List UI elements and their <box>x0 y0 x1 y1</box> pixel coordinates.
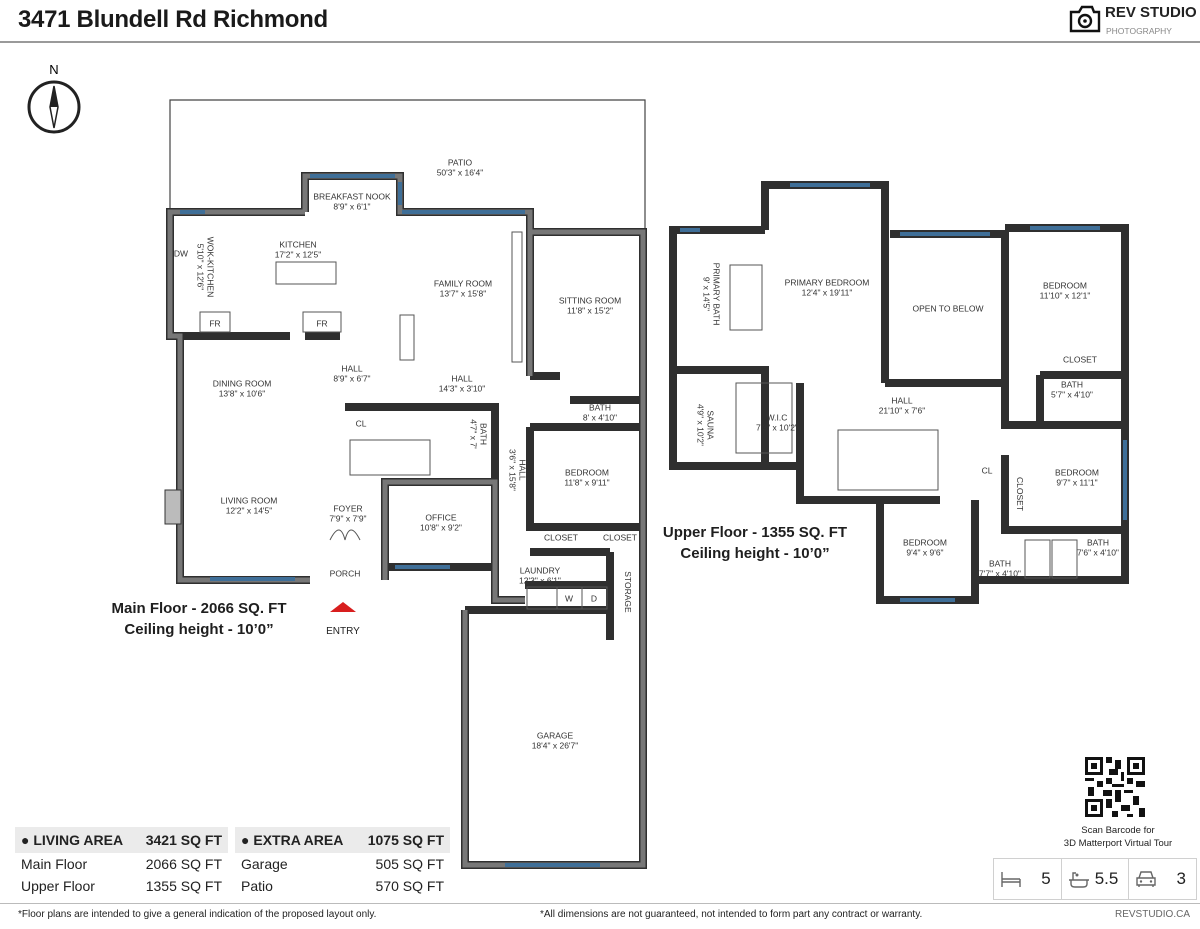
room-open-to-below: OPEN TO BELOW <box>912 303 984 314</box>
car-icon <box>1136 871 1157 887</box>
room-porch: PORCH <box>329 568 361 579</box>
washer-label: W <box>564 593 574 604</box>
living-area-total: 3421 SQ FT <box>133 827 228 853</box>
logo-line1: REV STUDIO <box>1105 4 1197 21</box>
room-closet: CLOSET <box>1062 354 1098 365</box>
main-floor-walls <box>166 172 647 869</box>
compass-icon: N <box>27 62 81 134</box>
fireplace-icon <box>164 489 182 525</box>
header-divider <box>0 41 1200 43</box>
extra-area-label: ● EXTRA AREA <box>235 827 353 853</box>
room-storage: STORAGE <box>622 571 633 613</box>
compass-north-label: N <box>49 62 58 77</box>
dryer-label: D <box>590 593 598 604</box>
logo-line2: PHOTOGRAPHY <box>1106 26 1172 36</box>
upper-floor-windows <box>680 183 1127 602</box>
footer-website-link[interactable]: REVSTUDIO.CA <box>1114 909 1190 920</box>
entry-marker-icon <box>330 602 356 612</box>
bathtub-icon <box>1068 872 1089 888</box>
patio-outline <box>169 99 646 232</box>
footer-disclaimer-left: *Floor plans are intended to give a gene… <box>18 909 377 920</box>
entry-label: ENTRY <box>326 626 360 637</box>
qr-code-icon[interactable] <box>1085 756 1145 818</box>
room-closet: CLOSET <box>602 532 638 543</box>
room-closet: CL <box>981 465 993 476</box>
bathroom-count: 5.5 <box>1062 859 1130 899</box>
bedroom-count: 5 <box>994 859 1062 899</box>
dishwasher-label: DW <box>173 248 189 259</box>
footer-divider <box>0 903 1200 904</box>
garage-count: 3 <box>1129 859 1196 899</box>
footer-disclaimer-center: *All dimensions are not guaranteed, not … <box>540 909 923 920</box>
property-stats: 5 5.5 3 <box>993 858 1197 900</box>
extra-area-total: 1075 SQ FT <box>353 827 450 853</box>
main-floor-wall-fill <box>167 173 646 868</box>
living-area-label: ● LIVING AREA <box>15 827 133 853</box>
upper-floor-fixtures <box>729 264 1078 579</box>
main-floor-windows <box>180 174 600 867</box>
bed-icon <box>1001 872 1021 887</box>
room-closet: CL <box>355 418 367 429</box>
rev-studio-logo: REV STUDIO PHOTOGRAPHY <box>1068 4 1197 40</box>
page-title: 3471 Blundell Rd Richmond <box>18 6 328 33</box>
fridge-label: FR <box>316 318 328 329</box>
main-floor-fixtures <box>199 231 608 610</box>
fridge-label: FR <box>209 318 221 329</box>
room-closet: CLOSET <box>543 532 579 543</box>
camera-icon <box>1069 5 1101 33</box>
room-closet: CLOSET <box>1014 476 1025 512</box>
